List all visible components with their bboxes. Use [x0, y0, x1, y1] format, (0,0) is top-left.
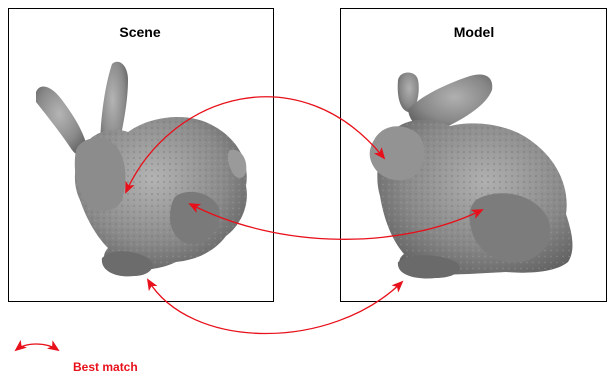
legend: Best match [16, 344, 138, 374]
model-panel: Model [341, 9, 607, 302]
model-panel-title: Model [454, 24, 494, 40]
scene-panel: Scene [9, 9, 274, 302]
legend-label: Best match [73, 360, 138, 374]
scene-panel-title: Scene [119, 24, 160, 40]
double-headed-curved-arrow-icon [16, 344, 58, 350]
